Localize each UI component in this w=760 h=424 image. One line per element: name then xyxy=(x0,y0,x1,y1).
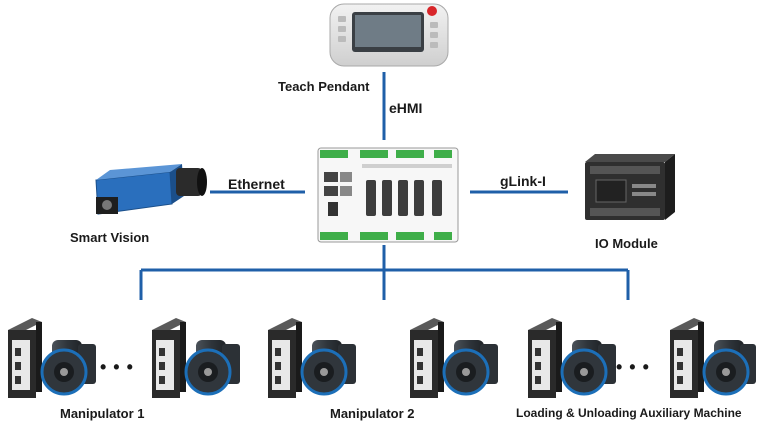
io-module-image xyxy=(585,154,675,220)
ellipsis-1: • • • xyxy=(100,357,134,377)
manipulator-2-label: Manipulator 2 xyxy=(330,406,415,421)
ethernet-label: Ethernet xyxy=(228,176,285,192)
ehmi-label: eHMI xyxy=(389,100,423,116)
teach-pendant-image xyxy=(329,3,449,67)
io-module-label: IO Module xyxy=(595,236,658,251)
servo-set-6 xyxy=(670,318,756,398)
servo-set-2 xyxy=(152,318,240,398)
teach-pendant-label: Teach Pendant xyxy=(278,79,370,94)
connection-lines xyxy=(139,72,630,300)
servo-set-5 xyxy=(528,318,616,398)
servo-set-4 xyxy=(410,318,498,398)
smart-vision-camera-image xyxy=(95,164,207,215)
glink-label: gLink-I xyxy=(500,173,546,189)
smart-vision-label: Smart Vision xyxy=(70,230,150,245)
aux-machine-label: Loading & Unloading Auxiliary Machine xyxy=(516,406,742,420)
servo-set-3 xyxy=(268,318,356,398)
ellipsis-2: • • • xyxy=(616,357,650,377)
controller-image xyxy=(317,147,459,243)
manipulator-1-label: Manipulator 1 xyxy=(60,406,145,421)
servo-set-1 xyxy=(8,318,96,398)
